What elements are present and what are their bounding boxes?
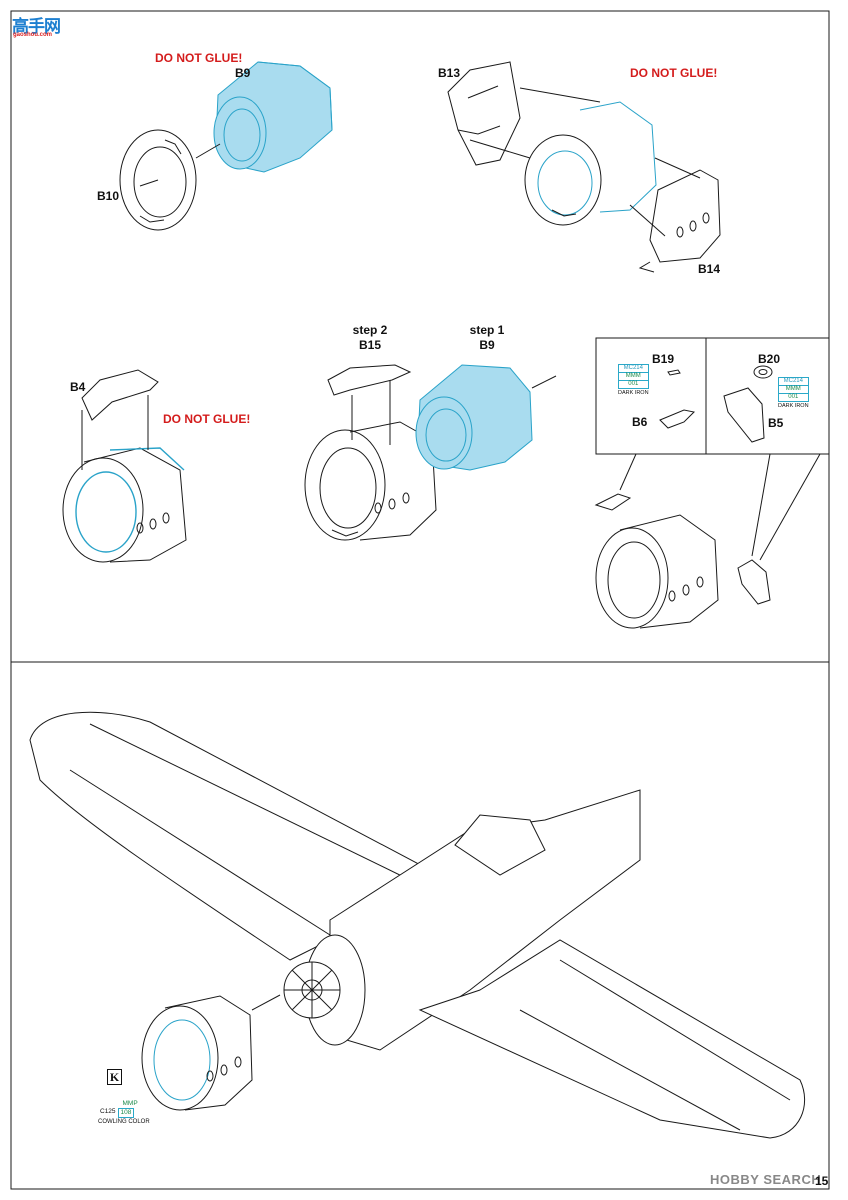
step-c-middle-assembly: [304, 421, 437, 541]
part-b6: [659, 409, 696, 429]
part-label-b6: B6: [632, 415, 648, 429]
step-letter-k: K: [107, 1069, 122, 1085]
part-label-b19: B19: [652, 352, 675, 366]
paint-name: DARK IRON: [618, 390, 649, 396]
part-label-b14: B14: [698, 262, 721, 276]
part-b5: [723, 387, 765, 443]
part-label-b4: B4: [70, 380, 86, 394]
part-b15-panel: [327, 364, 412, 396]
aircraft-drawing: [29, 711, 805, 1139]
paint-code: 001: [618, 381, 649, 389]
warning-do-not-glue: DO NOT GLUE!: [163, 412, 251, 426]
part-label-b15: B15: [358, 338, 381, 352]
paint-code: MC214: [618, 364, 649, 373]
part-label-b13: B13: [438, 66, 461, 80]
paint-code: C125: [98, 1108, 119, 1118]
paint-callout: MC214 MMM 001 DARK IRON: [778, 377, 809, 410]
paint-code: MMM: [778, 386, 809, 394]
paint-code: 001: [778, 394, 809, 402]
paint-name: COWLING COLOR: [98, 1119, 150, 1125]
step-2-label: step 2 B15: [345, 323, 395, 353]
paint-code: MMP: [122, 1100, 138, 1107]
paint-name: DARK IRON: [778, 403, 809, 409]
page-number: 15: [815, 1174, 829, 1188]
part-b19: [667, 369, 681, 376]
part-label-b9: B9: [235, 66, 251, 80]
step-c-left-assembly: [62, 447, 187, 563]
detail-box: [595, 337, 830, 455]
site-url: gaoshou.com: [13, 32, 53, 38]
part-label-b10: B10: [97, 189, 120, 203]
paint-code: MC214: [778, 377, 809, 386]
cowling-paint-callout: MMP C125 108 COWLING COLOR: [98, 1100, 150, 1126]
part-label-b20: B20: [758, 352, 781, 366]
part-b4-panel: [81, 369, 159, 421]
paint-code: 108: [118, 1108, 135, 1118]
part-b9-liner: [213, 61, 333, 173]
step-2-text: step 2: [352, 323, 388, 337]
step-c-right-assembly: [594, 493, 771, 629]
part-b14-cowl-lower: [638, 169, 721, 273]
part-label-b5: B5: [768, 416, 784, 430]
part-b20: [753, 365, 773, 379]
page-frame: [10, 10, 830, 1190]
part-b9-liner-step1: [415, 364, 533, 471]
step-1-label: step 1 B9: [462, 323, 512, 353]
watermark: HOBBY SEARCH: [710, 1172, 822, 1187]
step-b-assembly: [524, 101, 657, 226]
part-b13-cowl-upper: [447, 61, 521, 166]
paint-code: MMM: [618, 373, 649, 381]
warning-do-not-glue: DO NOT GLUE!: [155, 51, 243, 65]
warning-do-not-glue: DO NOT GLUE!: [630, 66, 718, 80]
step-1-text: step 1: [469, 323, 505, 337]
part-label-b9: B9: [479, 338, 495, 352]
site-logo: 高手网: [12, 17, 61, 36]
paint-callout: MC214 MMM 001 DARK IRON: [618, 364, 649, 397]
